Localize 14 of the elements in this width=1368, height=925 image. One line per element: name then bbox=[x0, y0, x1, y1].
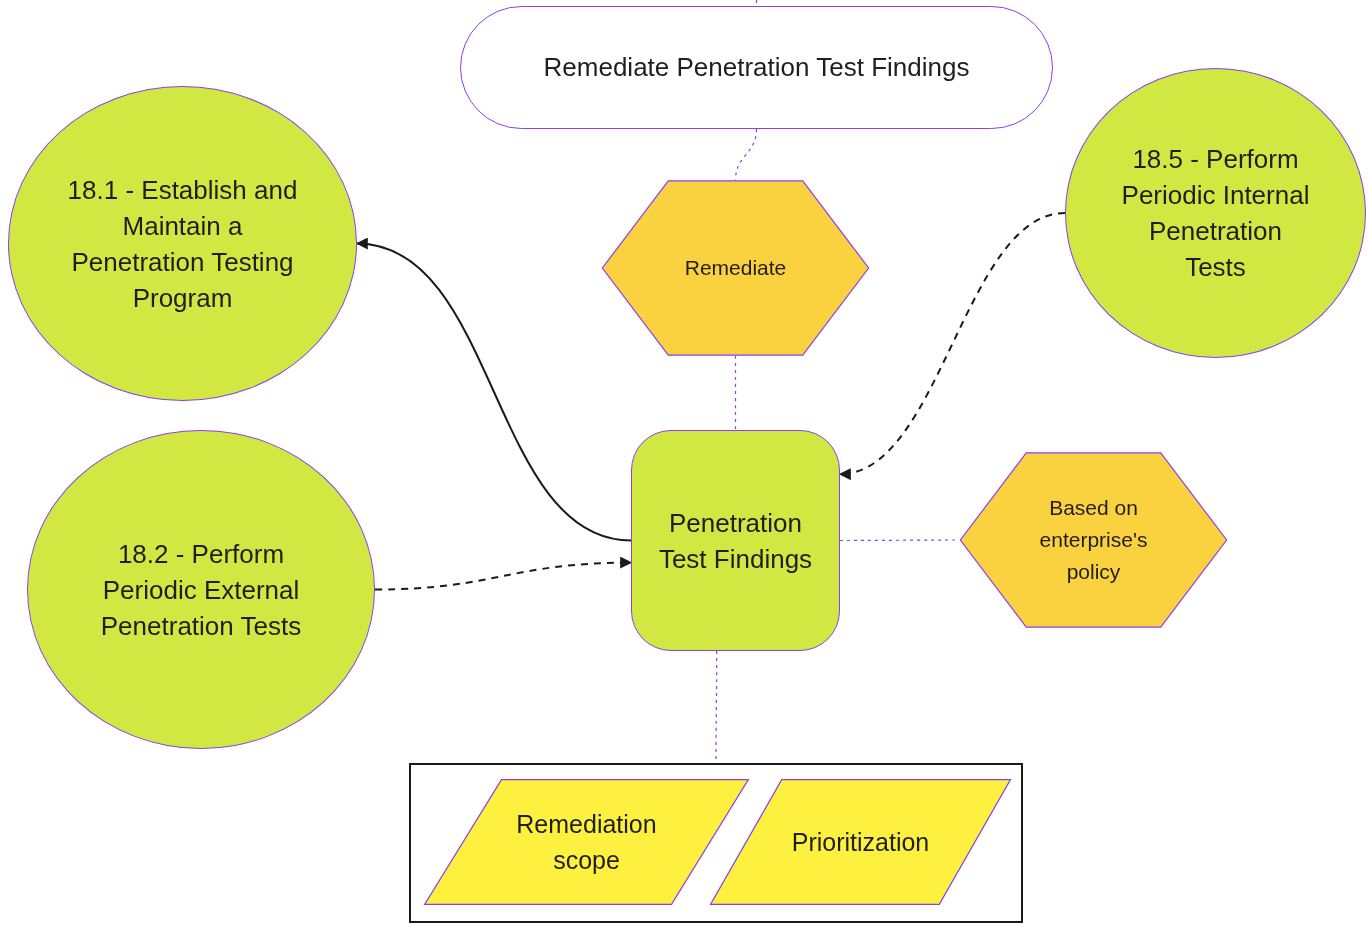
ellipse-node: 18.2 - Perform Periodic External Penetration Tests bbox=[27, 430, 375, 749]
arrow bbox=[374, 556, 633, 591]
hexagon-node: Based on enterprise's policy bbox=[959, 452, 1228, 628]
ellipse-node: 18.1 - Establish and Maintain a Penetration Testing Program bbox=[8, 86, 357, 401]
arrow bbox=[838, 212, 1066, 478]
arrow bbox=[355, 239, 632, 542]
hexagon-node: Remediate bbox=[601, 180, 870, 356]
frame-box bbox=[409, 763, 1023, 923]
parallelogram-node: Remediation scope bbox=[423, 779, 750, 905]
parallelogram-node: Prioritization bbox=[709, 779, 1012, 905]
rounded-box: Penetration Test Findings bbox=[631, 430, 840, 651]
connector-line bbox=[734, 355, 737, 431]
ellipse-node: 18.5 - Perform Periodic Internal Penetration Tests bbox=[1065, 68, 1366, 358]
pill-node: Remediate Penetration Test Findings bbox=[460, 6, 1053, 129]
